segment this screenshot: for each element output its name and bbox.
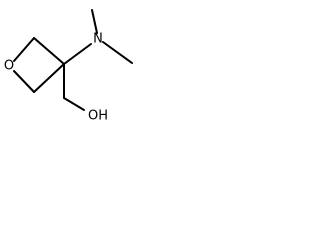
ring-oxygen-label: O xyxy=(4,59,14,74)
bond-c-to-n xyxy=(63,43,92,65)
structure-canvas: O N OH xyxy=(0,0,138,132)
hydroxyl-label: OH xyxy=(88,109,108,124)
amine-nitrogen-label: N xyxy=(93,32,103,47)
ring-bond-top-ch2-to-oxygen xyxy=(13,37,35,62)
bond-n-to-methyl-right xyxy=(102,41,133,64)
chemical-structure-diagram: O N OH xyxy=(4,9,133,124)
ring-bond-quaternary-c-to-bottom-ch2 xyxy=(33,63,65,93)
ring-bond-oxygen-to-bottom-ch2 xyxy=(13,70,35,93)
ring-bond-top-ch2-to-quaternary-c xyxy=(33,37,65,65)
bond-ch2-to-oh xyxy=(63,97,85,111)
bond-n-to-methyl-up xyxy=(91,9,98,34)
